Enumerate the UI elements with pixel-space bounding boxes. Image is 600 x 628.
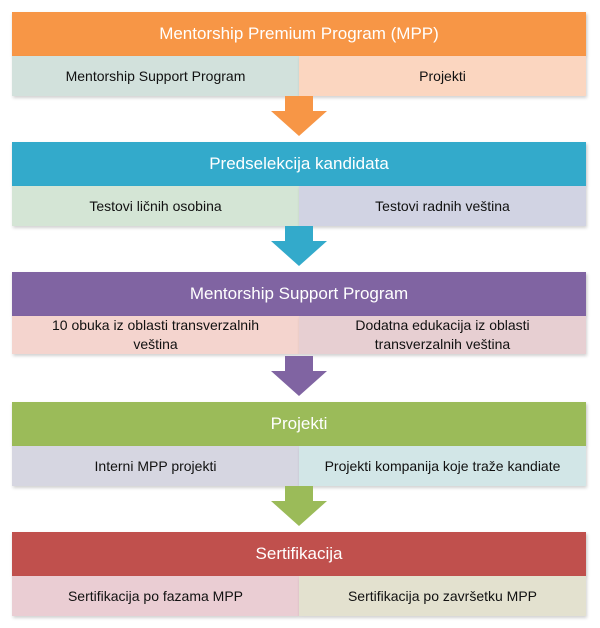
section-2-left-box: Testovi ličnih osobina: [12, 186, 299, 226]
section-1-right-box: Projekti: [299, 56, 586, 96]
section-5-right-box: Sertifikacija po završetku MPP: [299, 576, 586, 616]
section-4-row: Interni MPP projekti Projekti kompanija …: [12, 446, 586, 486]
down-arrow-3: [271, 356, 327, 396]
section-3-right-box: Dodatna edukacija iz oblasti transverzal…: [299, 316, 586, 354]
section-2-header: Predselekcija kandidata: [12, 142, 586, 186]
section-2-row: Testovi ličnih osobina Testovi radnih ve…: [12, 186, 586, 226]
section-4-left-box: Interni MPP projekti: [12, 446, 299, 486]
section-1-row: Mentorship Support Program Projekti: [12, 56, 586, 96]
section-2-right-box: Testovi radnih veština: [299, 186, 586, 226]
section-1-header: Mentorship Premium Program (MPP): [12, 12, 586, 56]
section-3-header: Mentorship Support Program: [12, 272, 586, 316]
section-5-left-box: Sertifikacija po fazama MPP: [12, 576, 299, 616]
down-arrow-1: [271, 96, 327, 136]
section-3-row: 10 obuka iz oblasti transverzalnih vešti…: [12, 316, 586, 354]
section-1-left-box: Mentorship Support Program: [12, 56, 299, 96]
down-arrow-2: [271, 226, 327, 266]
section-4-header: Projekti: [12, 402, 586, 446]
down-arrow-4: [271, 486, 327, 526]
section-5-header: Sertifikacija: [12, 532, 586, 576]
section-3-left-box: 10 obuka iz oblasti transverzalnih vešti…: [12, 316, 299, 354]
section-4-right-box: Projekti kompanija koje traže kandiate: [299, 446, 586, 486]
section-5-row: Sertifikacija po fazama MPP Sertifikacij…: [12, 576, 586, 616]
